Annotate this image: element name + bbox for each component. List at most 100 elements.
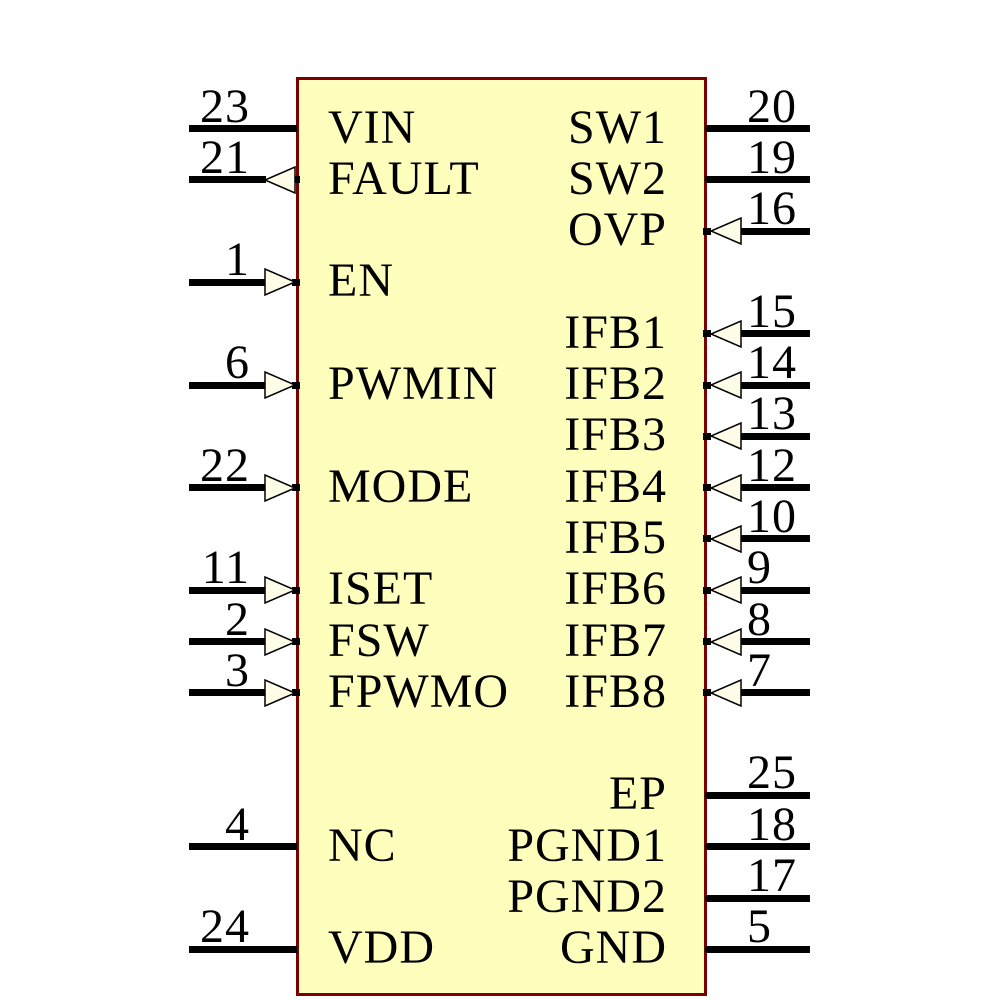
pin-number: 23 [200, 79, 250, 133]
pin-input-arrow-icon [264, 268, 296, 297]
pin-stub [703, 381, 711, 389]
pin-number: 10 [747, 489, 797, 543]
pin-label: FSW [328, 613, 430, 667]
pin-number: 2 [225, 592, 250, 646]
pin-line [705, 894, 810, 902]
pin-number: 5 [747, 900, 772, 954]
pin-label: MODE [328, 459, 474, 513]
pin-line [739, 381, 810, 389]
pin-input-arrow-icon [264, 678, 296, 707]
pin-stub [703, 432, 711, 440]
pin-line [705, 843, 810, 851]
pin-number: 9 [747, 541, 772, 595]
pin-number: 24 [200, 900, 250, 954]
pin-number: 22 [200, 438, 250, 492]
pin-label: IFB3 [564, 408, 667, 462]
pin-number: 14 [747, 336, 797, 389]
pin-input-arrow-icon [710, 627, 742, 656]
pin-number: 17 [747, 849, 797, 902]
pin-number: 1 [225, 233, 250, 287]
pin-input-arrow-icon [710, 422, 742, 451]
pin-number: 11 [201, 541, 250, 595]
pin-line [189, 381, 266, 389]
pin-label: IFB1 [564, 305, 667, 359]
pin-label: ISET [328, 562, 434, 616]
pin-number: 12 [747, 438, 797, 492]
pin-line [739, 330, 810, 338]
pin-label: PWMIN [328, 357, 499, 410]
pin-stub [292, 381, 300, 389]
pin-label: VIN [328, 100, 417, 154]
pin-number: 8 [747, 592, 772, 646]
pin-line [189, 945, 297, 953]
pin-stub [292, 689, 300, 697]
pin-output-arrow-icon [264, 165, 296, 194]
pin-number: 3 [225, 643, 250, 697]
pin-label: FPWMO [328, 664, 510, 718]
pin-number: 6 [225, 336, 250, 389]
pin-number: 4 [225, 797, 250, 851]
pin-input-arrow-icon [710, 371, 742, 399]
pin-number: 20 [747, 79, 797, 133]
pin-label: SW1 [568, 100, 667, 154]
pin-line [189, 586, 266, 594]
pin-input-arrow-icon [264, 627, 296, 656]
pin-line [705, 791, 810, 799]
pin-number: 21 [200, 130, 250, 184]
pin-stub [703, 227, 711, 235]
pin-line [739, 432, 810, 440]
pin-label: IFB6 [564, 562, 667, 616]
pin-label: FAULT [328, 151, 480, 205]
pin-input-arrow-icon [710, 217, 742, 246]
pin-line [189, 176, 266, 184]
pin-stub [292, 176, 300, 184]
pin-label: IFB5 [564, 510, 667, 564]
pin-input-arrow-icon [710, 473, 742, 502]
pin-line [739, 638, 810, 645]
pin-input-arrow-icon [264, 371, 296, 399]
pin-label: OVP [567, 203, 667, 257]
pin-stub [292, 484, 300, 492]
pin-line [189, 125, 297, 132]
pin-line [189, 278, 266, 286]
pin-stub [703, 638, 711, 645]
pin-stub [703, 586, 711, 594]
pin-label: GND [560, 921, 667, 975]
pin-input-arrow-icon [710, 678, 742, 707]
pin-label: NC [328, 818, 397, 872]
pin-number: 7 [747, 643, 772, 697]
pin-line [705, 945, 810, 953]
ic-body [296, 77, 707, 996]
pin-line [189, 638, 266, 645]
pin-label: PGND1 [507, 818, 667, 872]
pin-stub [292, 278, 300, 286]
pin-input-arrow-icon [264, 576, 296, 605]
pin-line [189, 689, 266, 697]
pin-line [739, 484, 810, 492]
pin-line [189, 843, 297, 851]
pin-label: PGND2 [507, 870, 667, 923]
pin-number: 25 [747, 746, 797, 800]
pin-label: EP [608, 767, 667, 821]
pin-label: IFB8 [564, 664, 667, 718]
pin-label: IFB4 [564, 459, 667, 513]
pin-label: EN [328, 254, 394, 308]
pin-line [705, 176, 810, 184]
pin-label: SW2 [568, 151, 667, 205]
pin-input-arrow-icon [710, 319, 742, 348]
pin-line [189, 484, 266, 492]
pin-line [739, 535, 810, 543]
pin-label: IFB7 [564, 613, 667, 667]
pin-stub [703, 689, 711, 697]
pin-stub [703, 484, 711, 492]
pin-input-arrow-icon [264, 473, 296, 502]
pin-label: IFB2 [564, 357, 667, 410]
pin-number: 16 [747, 182, 797, 236]
pin-line [739, 227, 810, 235]
pin-stub [292, 586, 300, 594]
pin-stub [703, 330, 711, 338]
pin-number: 19 [747, 130, 797, 184]
pin-line [739, 689, 810, 697]
pin-line [705, 125, 810, 132]
